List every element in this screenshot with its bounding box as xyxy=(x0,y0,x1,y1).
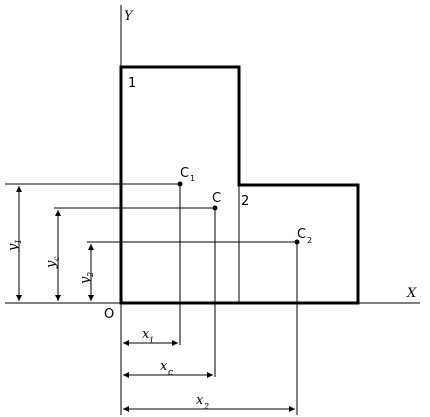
c1-label: C 1 xyxy=(180,166,195,183)
xc-label: x c xyxy=(160,359,173,378)
svg-text:1: 1 xyxy=(190,174,195,183)
origin-label: O xyxy=(104,307,114,322)
svg-text:x: x xyxy=(142,327,150,342)
svg-text:C: C xyxy=(180,166,189,181)
svg-text:2: 2 xyxy=(203,402,209,411)
svg-text:y: y xyxy=(44,260,59,269)
y1-label: y 1 xyxy=(6,239,23,252)
svg-text:C: C xyxy=(212,191,221,206)
x1-label: x 1 xyxy=(142,327,154,345)
svg-text:1: 1 xyxy=(14,239,23,244)
svg-text:c: c xyxy=(168,368,173,378)
l-shape-outline xyxy=(119,65,360,305)
svg-text:c: c xyxy=(52,256,61,261)
svg-text:C: C xyxy=(297,227,306,242)
region-1-label: 1 xyxy=(128,76,136,91)
x2-label: x 2 xyxy=(196,393,209,411)
svg-text:1: 1 xyxy=(149,336,154,345)
y-axis-label: Y xyxy=(124,9,134,24)
y2-label: y 2 xyxy=(78,272,95,285)
yc-label: y c xyxy=(44,256,61,269)
svg-text:2: 2 xyxy=(307,236,312,245)
svg-text:y: y xyxy=(6,243,21,252)
svg-text:2: 2 xyxy=(86,272,95,278)
c2-label: C 2 xyxy=(297,227,312,245)
svg-text:x: x xyxy=(196,393,204,408)
c-label: C xyxy=(212,191,221,206)
svg-text:x: x xyxy=(160,359,168,374)
region-2-label: 2 xyxy=(241,194,249,209)
svg-text:y: y xyxy=(78,276,93,285)
x-axis-label: X xyxy=(406,286,417,301)
